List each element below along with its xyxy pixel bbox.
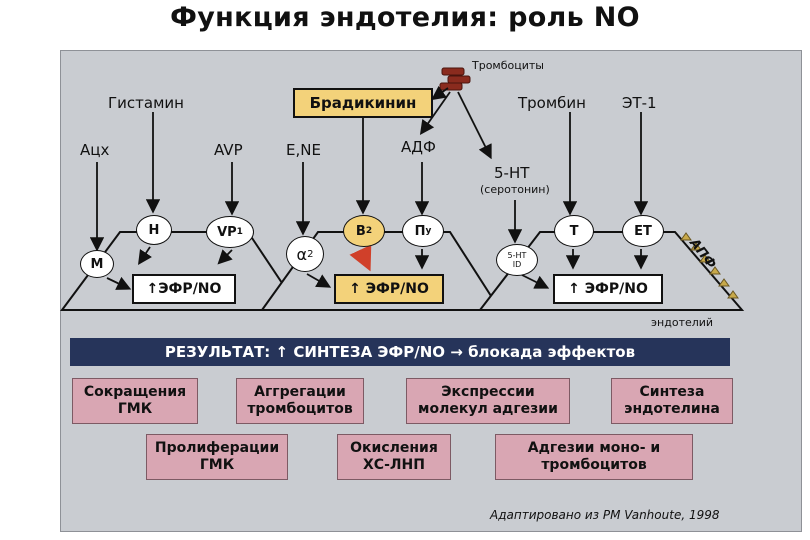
receptor-m: M (80, 250, 114, 278)
effect-smc-proliferation: Пролиферации ГМК (146, 434, 288, 480)
output-efr-no-3: ↑ ЭФР/NO (553, 274, 663, 304)
effect-adhesion-molecules: Экспрессии молекул адгезии (406, 378, 570, 424)
receptor-h: H (136, 215, 172, 245)
receptor-et: ЕТ (622, 215, 664, 247)
apf-bumps (680, 232, 739, 299)
label-ach: Ацх (80, 141, 110, 159)
label-trombin: Тромбин (518, 94, 586, 112)
label-endothelium: эндотелий (651, 316, 714, 329)
effect-mono-platelet-adhesion: Адгезии моно- и тромбоцитов (495, 434, 693, 480)
result-bar: РЕЗУЛЬТАТ: ↑ СИНТЕЗА ЭФР/NO → блокада эф… (70, 338, 730, 366)
platelets-icon (439, 67, 471, 91)
label-trombocity: Тромбоциты (472, 59, 544, 72)
label-gistamin: Гистамин (108, 94, 184, 112)
effect-ldl-oxidation: Окисления ХС-ЛНП (337, 434, 451, 480)
output-efr-no-2: ↑ ЭФР/NO (334, 274, 444, 304)
receptor-t: T (554, 215, 594, 247)
effect-endothelin-synthesis: Синтеза эндотелина (611, 378, 733, 424)
output-efr-no-1: ↑ЭФР/NO (132, 274, 236, 304)
label-bradykinin: Брадикинин (293, 88, 433, 118)
effect-smc-contraction: Сокращения ГМК (72, 378, 198, 424)
label-avp: AVP (214, 141, 243, 159)
credit-text: Адаптировано из PM Vanhoute, 1998 (490, 508, 720, 522)
diagram-title: Функция эндотелия: роль NO (170, 2, 640, 33)
label-5ht: 5-НТ (494, 164, 530, 182)
label-et1: ЭТ-1 (622, 94, 657, 112)
effect-platelet-aggregation: Аггрегации тромбоцитов (236, 378, 364, 424)
label-adf: АДФ (401, 138, 436, 156)
label-ene: E,NE (286, 141, 321, 159)
label-serotonin: (серотонин) (480, 183, 550, 196)
